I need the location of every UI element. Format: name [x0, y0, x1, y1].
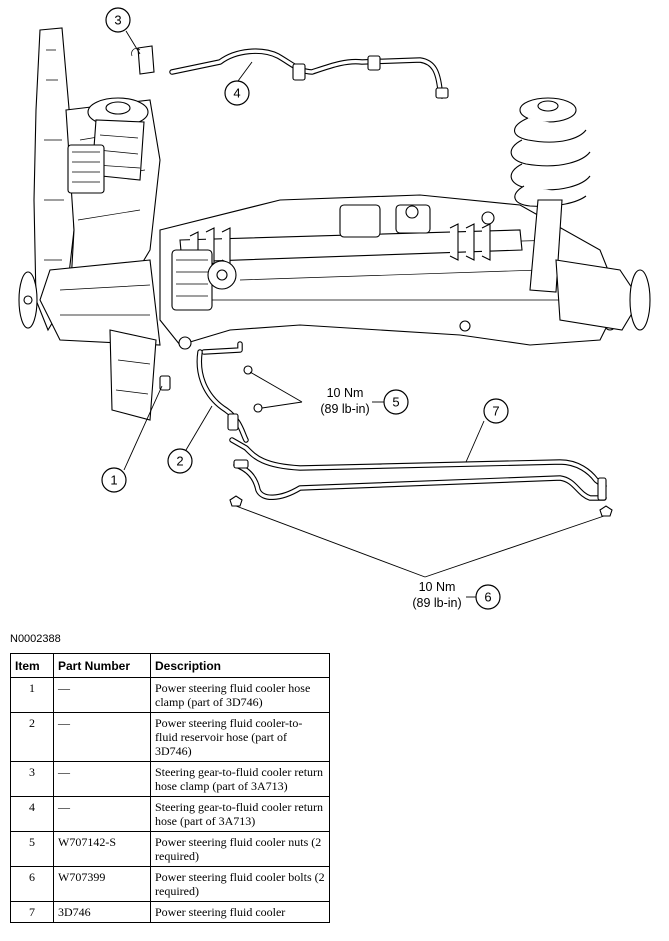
cell-description: Steering gear-to-fluid cooler return hos…: [150, 796, 330, 832]
torque-6-nm: 10 Nm: [419, 580, 456, 594]
return-hose-clamp: [131, 45, 155, 75]
table-row: 6 W707399 Power steering fluid cooler bo…: [10, 866, 330, 902]
callout-6: 6: [475, 584, 501, 610]
cell-item: 4: [10, 796, 54, 832]
table-row: 4 — Steering gear-to-fluid cooler return…: [10, 796, 330, 832]
reservoir-hose: [196, 341, 249, 443]
svg-text:1: 1: [110, 473, 117, 488]
header-item: Item: [10, 653, 54, 678]
parts-table: Item Part Number Description 1 — Power s…: [10, 653, 330, 923]
table-row: 2 — Power steering fluid cooler-to-fluid…: [10, 712, 330, 762]
cooler-nuts: [243, 365, 263, 413]
table-row: 3 — Steering gear-to-fluid cooler return…: [10, 761, 330, 797]
header-description: Description: [150, 653, 330, 678]
cell-description: Steering gear-to-fluid cooler return hos…: [150, 761, 330, 797]
cooler-bolts: [229, 495, 613, 517]
callout-2: 2: [167, 448, 193, 474]
cell-part-number: W707142-S: [53, 831, 151, 867]
torque-label-6: 10 Nm (89 lb-in): [412, 580, 461, 610]
cell-item: 1: [10, 677, 54, 713]
left-strut-mount: [87, 97, 149, 181]
power-steering-cooler-diagram: 1 2 3 4 5 6 7 10 Nm (89 lb-in) 10 Nm (89…: [18, 7, 651, 610]
torque-6-lbin: (89 lb-in): [412, 596, 461, 610]
svg-text:6: 6: [484, 590, 491, 605]
svg-text:5: 5: [392, 395, 399, 410]
torque-5-nm: 10 Nm: [327, 386, 364, 400]
figure-code: N0002388: [10, 633, 61, 645]
left-cooler-module: [67, 144, 105, 194]
callout-3: 3: [105, 7, 131, 33]
left-hub: [18, 271, 38, 329]
cell-item: 3: [10, 761, 54, 797]
callout-7: 7: [483, 398, 509, 424]
cell-part-number: 3D746: [53, 901, 151, 923]
cell-description: Power steering fluid cooler hose clamp (…: [150, 677, 330, 713]
cell-description: Power steering fluid cooler: [150, 901, 330, 923]
leader-lines: [123, 30, 605, 598]
steering-gear: [179, 204, 523, 265]
right-strut-spring: [510, 97, 651, 331]
lower-frame-member: [109, 329, 157, 421]
cell-item: 5: [10, 831, 54, 867]
cell-description: Power steering fluid cooler nuts (2 requ…: [150, 831, 330, 867]
callout-1: 1: [101, 467, 127, 493]
torque-5-lbin: (89 lb-in): [320, 402, 369, 416]
cell-part-number: —: [53, 761, 151, 797]
cell-item: 7: [10, 901, 54, 923]
svg-text:4: 4: [233, 86, 240, 101]
svg-text:3: 3: [114, 13, 121, 28]
svg-text:2: 2: [176, 454, 183, 469]
cell-part-number: W707399: [53, 866, 151, 902]
cell-item: 6: [10, 866, 54, 902]
cell-part-number: —: [53, 677, 151, 713]
svg-text:7: 7: [492, 404, 499, 419]
torque-label-5: 10 Nm (89 lb-in): [320, 386, 369, 416]
table-row: 7 3D746 Power steering fluid cooler: [10, 901, 330, 923]
header-part-number: Part Number: [53, 653, 151, 678]
cell-part-number: —: [53, 712, 151, 762]
callout-5: 5: [383, 389, 409, 415]
cell-item: 2: [10, 712, 54, 762]
return-hose: [169, 48, 449, 99]
cooler-hose-clamp: [159, 375, 171, 391]
table-header-row: Item Part Number Description: [10, 653, 330, 678]
callout-4: 4: [224, 80, 250, 106]
power-steering-pump: [171, 249, 237, 311]
fluid-cooler: [229, 437, 607, 501]
cell-description: Power steering fluid cooler bolts (2 req…: [150, 866, 330, 902]
table-row: 1 — Power steering fluid cooler hose cla…: [10, 677, 330, 713]
cell-description: Power steering fluid cooler-to-fluid res…: [150, 712, 330, 762]
table-row: 5 W707142-S Power steering fluid cooler …: [10, 831, 330, 867]
cell-part-number: —: [53, 796, 151, 832]
